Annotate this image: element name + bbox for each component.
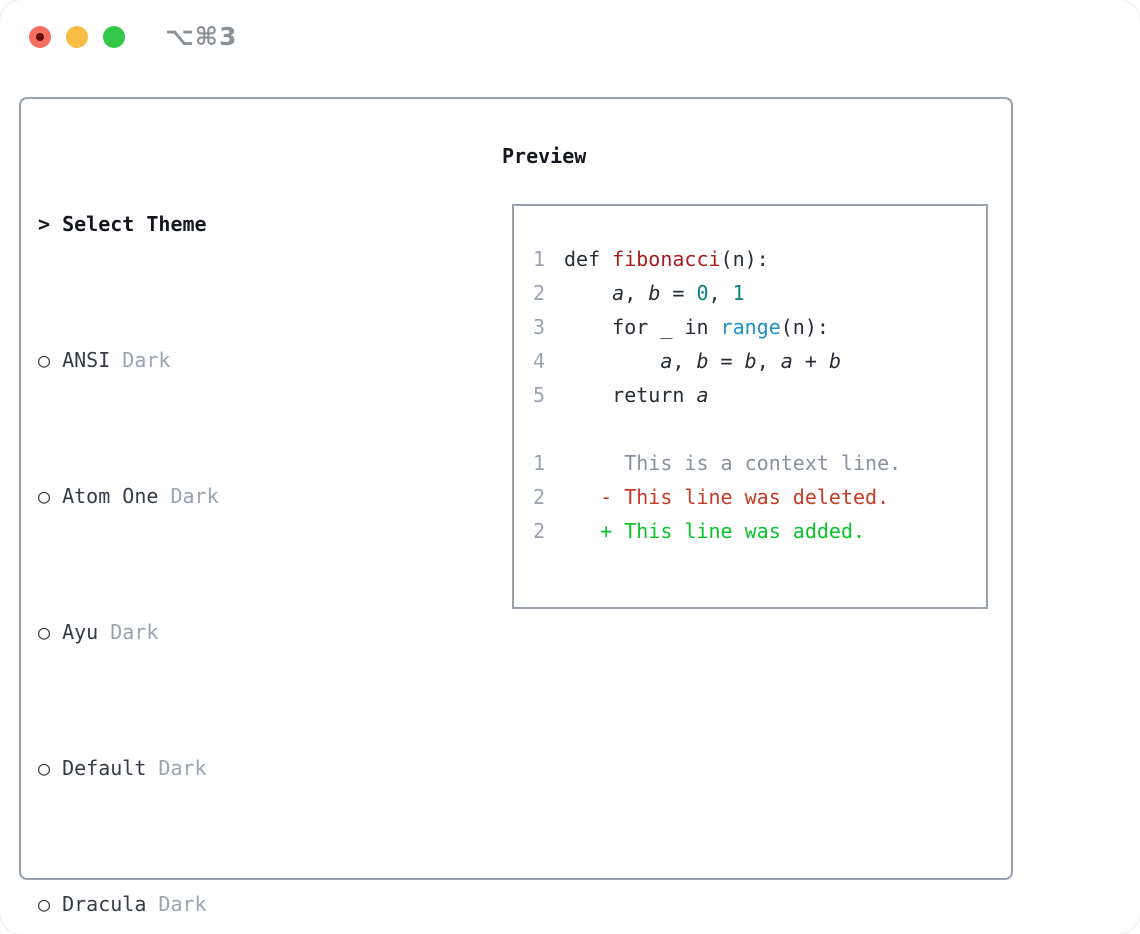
- code-segments: a, b = b, a + b: [564, 349, 841, 373]
- code-segments: return a: [564, 383, 709, 407]
- code-token: for _ in: [564, 315, 721, 339]
- code-segments: a, b = 0, 1: [564, 281, 745, 305]
- line-number: 3: [533, 315, 546, 339]
- window-title: ⌥⌘3: [165, 22, 238, 51]
- select-theme-header-label: Select Theme: [62, 212, 207, 236]
- code-token: + This line was added.: [564, 519, 866, 543]
- code-token: ,: [708, 281, 733, 305]
- code-token: [564, 281, 612, 305]
- code-token: +: [792, 349, 829, 373]
- option-label: ANSI: [62, 348, 111, 372]
- theme-option-dracula[interactable]: ○ Dracula Dark: [38, 887, 458, 921]
- minimize-button[interactable]: [66, 26, 88, 48]
- preview-line: 2 - This line was deleted.: [533, 480, 986, 514]
- code-segments: - This line was deleted.: [564, 485, 889, 509]
- preview-line: 1 def fibonacci(n):: [533, 242, 986, 276]
- option-variant-label: Dark: [110, 348, 171, 372]
- line-number: 2: [533, 281, 546, 305]
- line-number: 2: [533, 519, 546, 543]
- code-token: [564, 349, 660, 373]
- theme-option-atom-one[interactable]: ○ Atom One Dark: [38, 479, 458, 513]
- line-number: 1: [533, 451, 546, 475]
- preview-line: [533, 412, 986, 446]
- unsaved-dot-icon: [36, 33, 44, 41]
- radio-icon: ○: [38, 484, 51, 508]
- line-number: 5: [533, 383, 546, 407]
- option-label: Default: [62, 756, 147, 780]
- code-token: ,: [672, 349, 697, 373]
- theme-option-default[interactable]: ○ Default Dark: [38, 751, 458, 785]
- option-variant-label: Dark: [146, 756, 207, 780]
- code-token: =: [660, 281, 697, 305]
- code-token: range: [720, 315, 781, 339]
- theme-picker-panel: > Select Theme ○ ANSI Dark ○ Atom One Da…: [19, 97, 1013, 916]
- option-label: Dracula: [62, 892, 147, 916]
- option-label: Ayu: [62, 620, 99, 644]
- line-number: 4: [533, 349, 546, 373]
- radio-icon: ○: [38, 620, 51, 644]
- option-variant-label: Dark: [158, 484, 219, 508]
- theme-picker-left-column: > Select Theme ○ ANSI Dark ○ Atom One Da…: [38, 139, 458, 934]
- radio-icon: ○: [38, 348, 51, 372]
- code-segments: for _ in range(n):: [564, 315, 829, 339]
- preview-line: 2 a, b = 0, 1: [533, 276, 986, 310]
- radio-icon: ○: [38, 756, 51, 780]
- option-variant-label: Dark: [98, 620, 159, 644]
- preview-line: 4 a, b = b, a + b: [533, 344, 986, 378]
- code-token: ,: [624, 281, 649, 305]
- code-segments: def fibonacci(n):: [564, 247, 769, 271]
- theme-option-ansi[interactable]: ○ ANSI Dark: [38, 343, 458, 377]
- line-number: 1: [533, 247, 546, 271]
- code-token: 0: [696, 281, 709, 305]
- preview-line: 5 return a: [533, 378, 986, 412]
- prompt-caret-icon: >: [38, 212, 51, 236]
- select-theme-header: > Select Theme: [38, 207, 458, 241]
- code-token: ,: [756, 349, 781, 373]
- line-number: 2: [533, 485, 546, 509]
- theme-option-ayu[interactable]: ○ Ayu Dark: [38, 615, 458, 649]
- code-segments: This is a context line.: [564, 451, 901, 475]
- code-token: b: [828, 349, 841, 373]
- code-token: b: [696, 349, 709, 373]
- code-token: 1: [732, 281, 745, 305]
- code-token: a: [696, 383, 709, 407]
- code-token: This is a context line.: [564, 451, 902, 475]
- code-token: return: [564, 383, 697, 407]
- preview-line: 1 This is a context line.: [533, 446, 986, 480]
- code-token: def: [564, 247, 613, 271]
- code-segments: + This line was added.: [564, 519, 865, 543]
- code-token: =: [708, 349, 745, 373]
- preview-line: 2 + This line was added.: [533, 514, 986, 548]
- option-variant-label: Dark: [146, 892, 207, 916]
- zoom-button[interactable]: [103, 26, 125, 48]
- close-button[interactable]: [29, 26, 51, 48]
- preview-header: Preview: [502, 144, 587, 168]
- code-token: b: [744, 349, 757, 373]
- radio-icon: ○: [38, 892, 51, 916]
- option-label: Atom One: [62, 484, 159, 508]
- window-titlebar: ⌥⌘3: [0, 0, 1140, 74]
- code-token: a: [612, 281, 625, 305]
- code-token: fibonacci: [612, 247, 721, 271]
- code-token: a: [660, 349, 673, 373]
- code-token: b: [648, 281, 661, 305]
- preview-line: 3 for _ in range(n):: [533, 310, 986, 344]
- code-token: (n):: [720, 247, 769, 271]
- code-token: a: [780, 349, 793, 373]
- code-token: - This line was deleted.: [564, 485, 890, 509]
- code-segments: [564, 417, 576, 441]
- code-token: (n):: [780, 315, 829, 339]
